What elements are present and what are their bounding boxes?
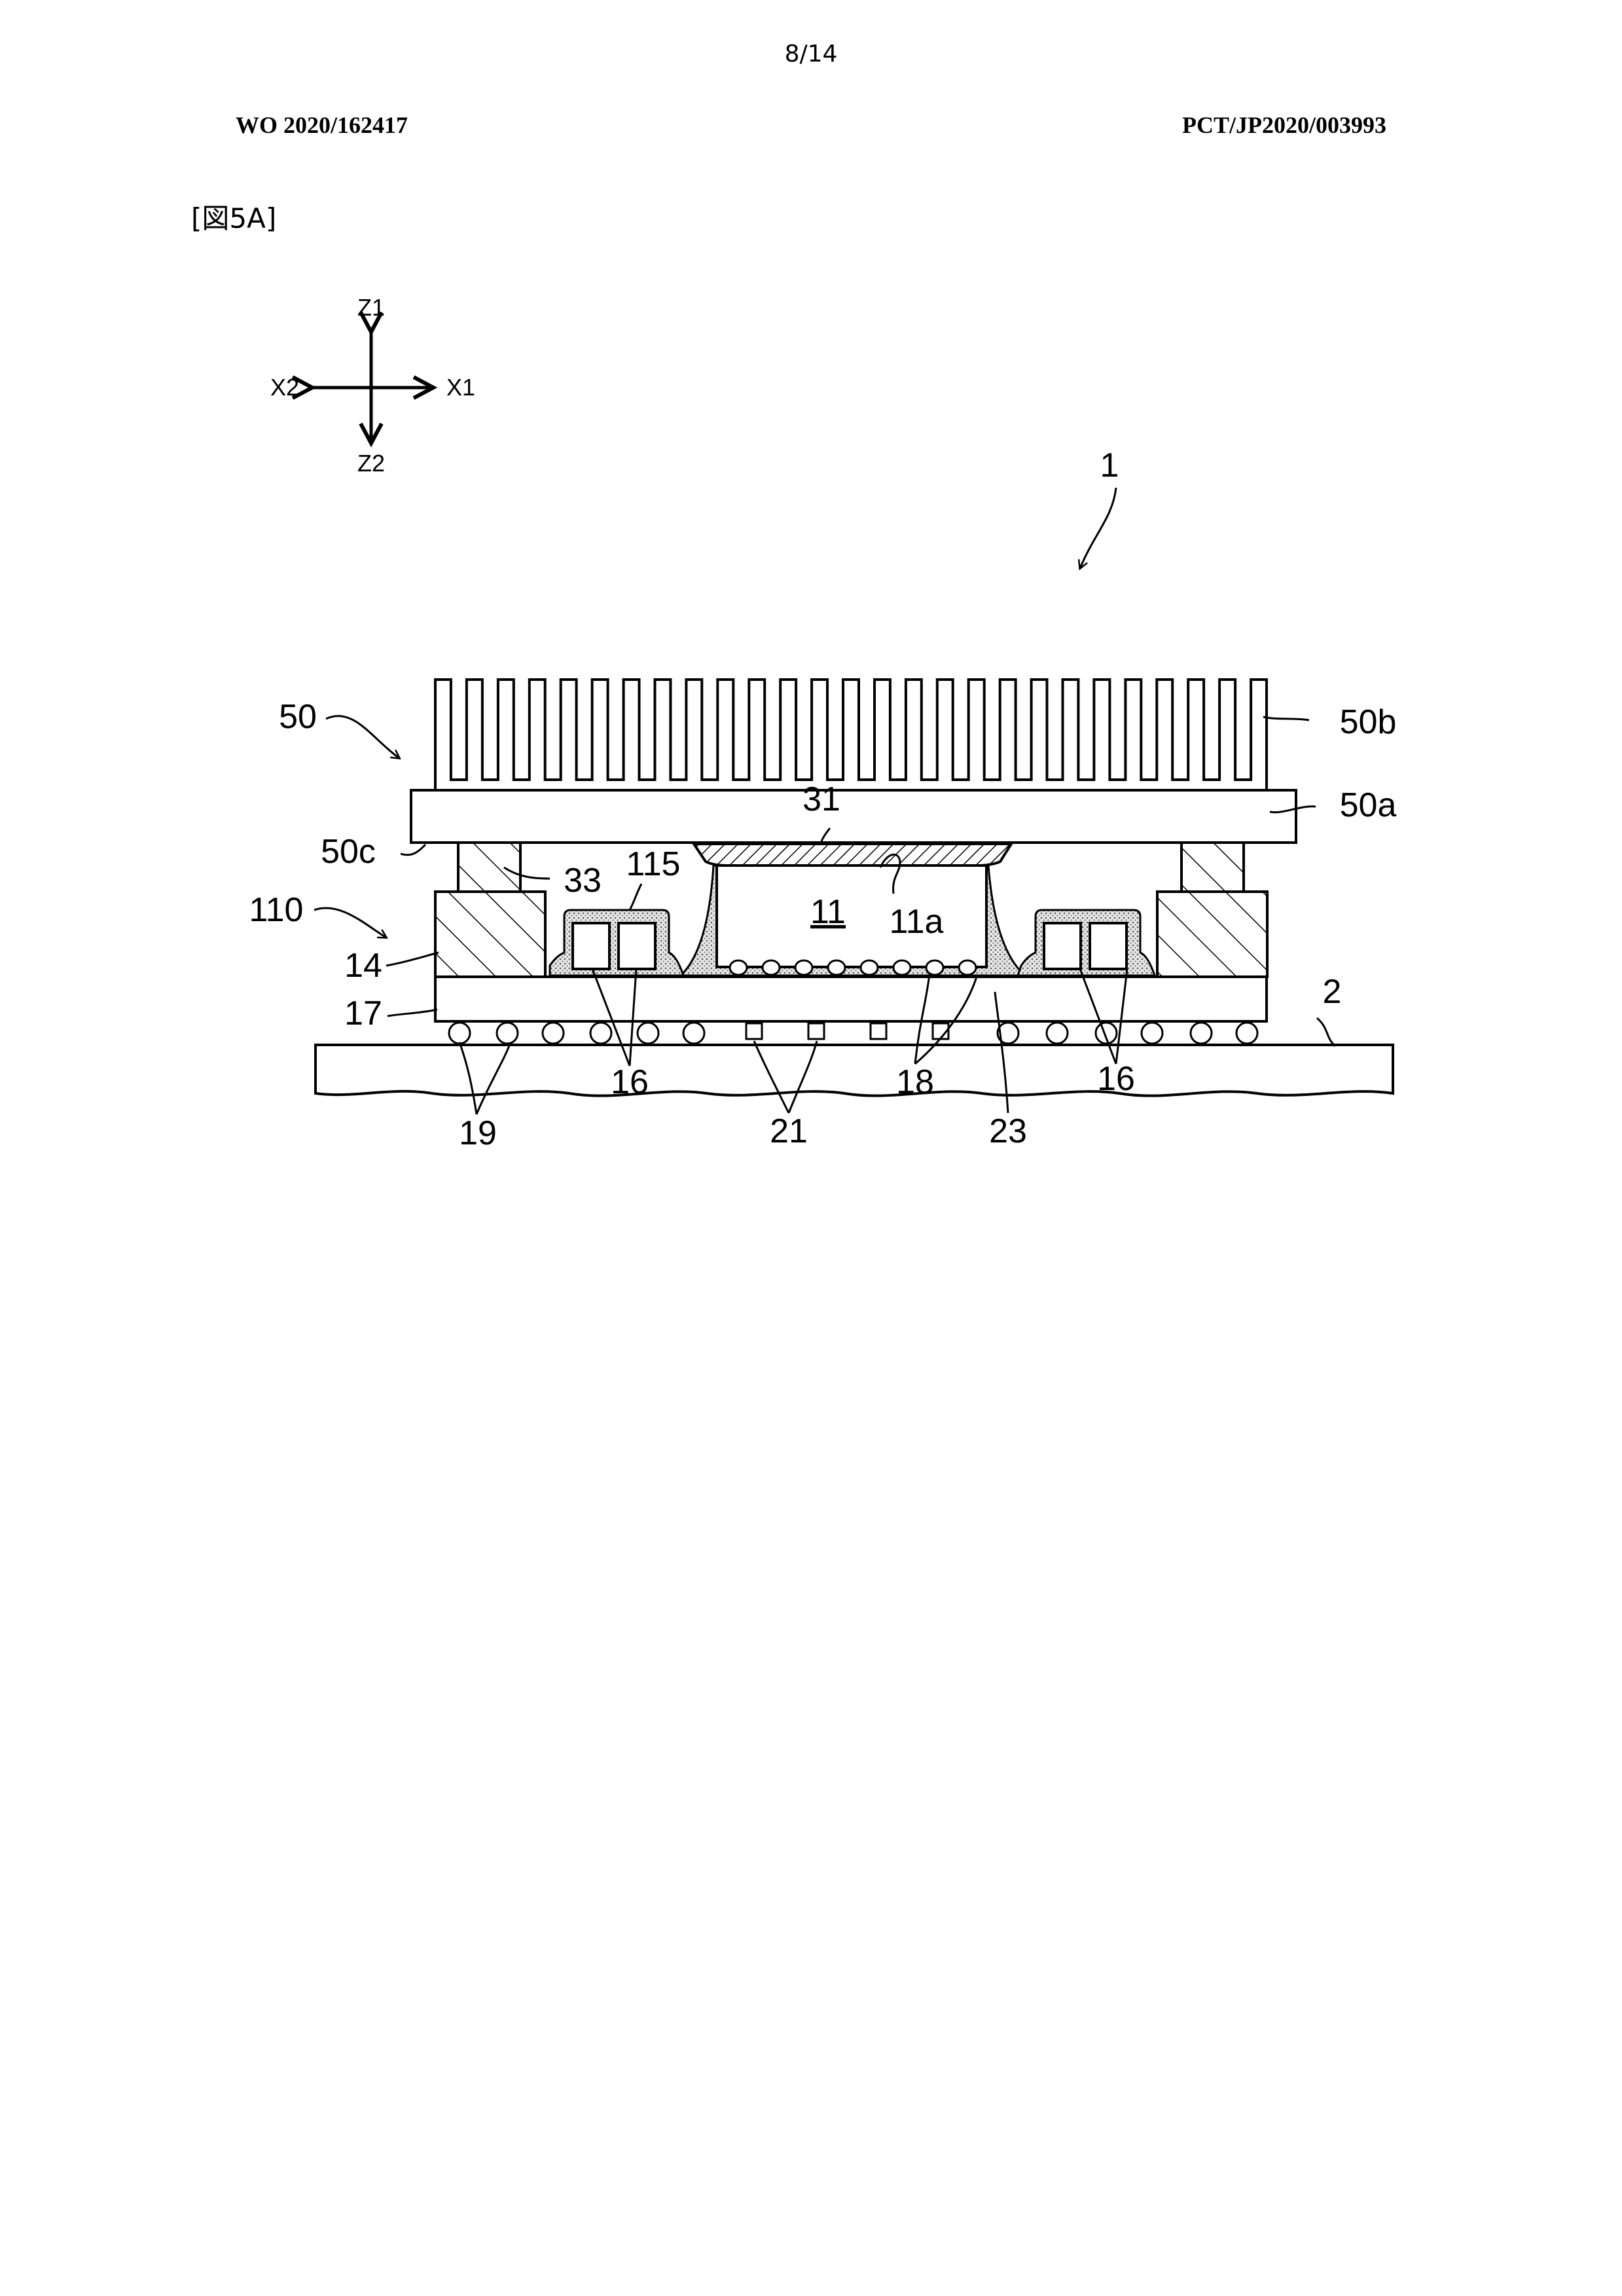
ref-23: 23 [989, 1112, 1027, 1150]
leader-115 [628, 883, 643, 911]
ref-1-arrow [1080, 487, 1117, 568]
ref-110-arrow [314, 907, 386, 938]
land-21 [807, 1022, 825, 1040]
ref-31: 31 [802, 780, 840, 818]
solder-ball-19 [1094, 1021, 1118, 1045]
solder-ball-19 [636, 1021, 660, 1045]
cover-115-right [1016, 909, 1157, 977]
ref-115: 115 [626, 845, 681, 883]
leader-16-right [1079, 968, 1128, 1065]
leader-17 [387, 1008, 438, 1017]
axis-label-x1: X1 [446, 374, 475, 401]
package-substrate-17 [434, 975, 1268, 1023]
solder-ball-19 [1189, 1021, 1213, 1045]
axis-label-x2: X2 [270, 374, 299, 401]
bump-18 [761, 959, 781, 976]
bump-18 [827, 959, 846, 976]
reference-labels: 50 50b 50a 50c 31 33 115 110 11 11a 14 1… [249, 698, 1397, 1152]
ref-16-right: 16 [1097, 1060, 1135, 1098]
spacer-33-left [457, 841, 522, 894]
heatsink-fins [434, 678, 1268, 792]
ref-50: 50 [279, 698, 317, 736]
leader-21 [753, 1040, 818, 1114]
component-16-left-b [617, 922, 657, 970]
component-16-right-b [1089, 922, 1128, 970]
solder-ball-19 [589, 1021, 613, 1045]
ref-50c: 50c [321, 833, 376, 871]
ref-14: 14 [344, 947, 382, 985]
solder-balls-19 [448, 1021, 1259, 1045]
leader-50a [1269, 805, 1316, 814]
component-16-right-a [1043, 922, 1082, 970]
ref-19: 19 [459, 1114, 497, 1152]
component-16-left-a [571, 922, 611, 970]
leader-18 [914, 974, 978, 1065]
leader-19 [458, 1042, 512, 1115]
bump-18 [958, 959, 977, 976]
ref-17: 17 [344, 994, 382, 1032]
ref-11: 11 [810, 893, 846, 931]
chip-11 [715, 864, 988, 968]
ref-50b: 50b [1340, 703, 1397, 741]
spacer-33-right [1180, 841, 1245, 894]
ref-21: 21 [770, 1112, 808, 1150]
solder-ball-19 [448, 1021, 471, 1045]
solder-ball-19 [541, 1021, 565, 1045]
solder-ball-19 [682, 1021, 706, 1045]
ref-18: 18 [896, 1063, 934, 1101]
leader-2 [1316, 1017, 1337, 1048]
bump-18 [892, 959, 912, 976]
stiffener-14-right [1156, 890, 1269, 978]
ref-2: 2 [1323, 973, 1342, 1011]
bump-18 [729, 959, 748, 976]
page-number: 8/14 [784, 41, 838, 67]
cover-115-left [549, 909, 685, 977]
axis-indicator [291, 311, 438, 448]
stiffener-14-left [434, 890, 547, 978]
ref-50-arrow [325, 715, 399, 758]
bump-18 [925, 959, 945, 976]
ref-110: 110 [249, 891, 304, 929]
solder-ball-19 [1235, 1021, 1259, 1045]
component-group-right [1016, 909, 1157, 977]
motherboard-2 [314, 1044, 1394, 1097]
ref-50a: 50a [1340, 786, 1397, 824]
leader-lines [314, 715, 1337, 1115]
figure-label: [図5A] [191, 202, 277, 234]
land-21 [745, 1022, 763, 1040]
solder-ball-19 [1045, 1021, 1069, 1045]
bump-18 [859, 959, 879, 976]
leader-11a [879, 853, 901, 894]
ref-16-left: 16 [611, 1063, 649, 1101]
thermal-interface-31 [691, 843, 1014, 867]
axis-label-z2: Z2 [357, 450, 385, 477]
leader-33 [503, 866, 550, 880]
ref-11a: 11a [890, 903, 944, 941]
leader-50c [400, 843, 427, 856]
ref-1: 1 [1100, 446, 1119, 484]
solder-ball-19 [1140, 1021, 1164, 1045]
component-group-left [549, 909, 685, 977]
solder-ball-19 [996, 1021, 1020, 1045]
leader-23 [994, 991, 1009, 1114]
leader-50b [1263, 716, 1310, 721]
leader-16-left [591, 968, 638, 1066]
land-21 [869, 1022, 888, 1040]
bump-18 [794, 959, 814, 976]
heatsink-base [410, 789, 1297, 844]
leader-14 [386, 951, 439, 967]
axis-label-z1: Z1 [357, 294, 385, 321]
leader-31 [820, 828, 831, 842]
publication-number: WO 2020/162417 [236, 112, 408, 138]
ref-33: 33 [564, 862, 602, 900]
solder-ball-19 [496, 1021, 519, 1045]
application-number: PCT/JP2020/003993 [1182, 112, 1386, 138]
